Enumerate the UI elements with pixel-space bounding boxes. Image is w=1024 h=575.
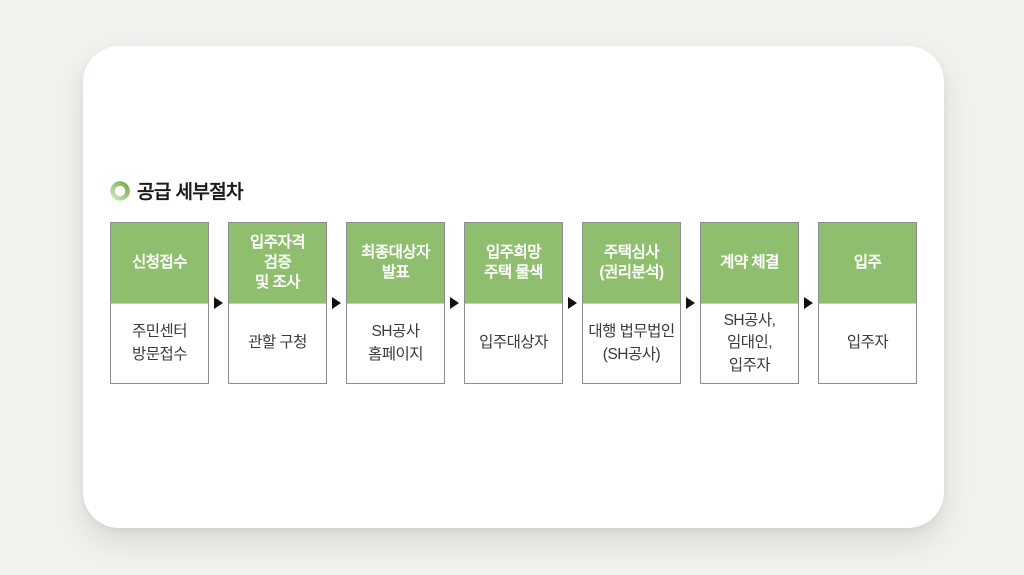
arrow-right-icon [804, 297, 813, 309]
arrow-right-icon [450, 297, 459, 309]
ring-icon [110, 180, 130, 201]
process-flow-diagram: 신청접수 주민센터 방문접수 입주자격 검증 및 조사 관할 구청 최종대상자 … [110, 222, 917, 384]
content-card: 공급 세부절차 신청접수 주민센터 방문접수 입주자격 검증 및 조사 관할 구… [83, 46, 944, 528]
flow-step-subtitle: 주민센터 방문접수 [131, 323, 188, 363]
flow-step-title: 입주희망 주택 물색 [465, 223, 562, 304]
arrow-right-icon [214, 297, 223, 309]
flow-step-4: 입주희망 주택 물색 입주대상자 [464, 222, 563, 384]
flow-step-title: 신청접수 [111, 223, 208, 304]
flow-step-6: 계약 체결 SH공사, 임대인, 입주자 [700, 222, 799, 384]
arrow-gap [563, 297, 582, 309]
flow-step-subtitle: 입주자 [846, 334, 889, 352]
flow-step-1: 신청접수 주민센터 방문접수 [110, 222, 209, 384]
flow-step-subtitle: SH공사 홈페이지 [367, 323, 424, 363]
flow-step-3: 최종대상자 발표 SH공사 홈페이지 [346, 222, 445, 384]
arrow-gap [209, 297, 228, 309]
arrow-gap [799, 297, 818, 309]
flow-step-title: 계약 체결 [701, 223, 798, 304]
flow-step-subtitle: 관할 구청 [248, 334, 307, 352]
section-title: 공급 세부절차 [137, 182, 244, 203]
flow-step-5: 주택심사 (권리분석) 대행 법무법인 (SH공사) [582, 222, 681, 384]
flow-step-2: 입주자격 검증 및 조사 관할 구청 [228, 222, 327, 384]
flow-step-subtitle: 입주대상자 [479, 334, 548, 352]
flow-step-title: 주택심사 (권리분석) [583, 223, 680, 304]
arrow-right-icon [332, 297, 341, 309]
flow-step-title: 최종대상자 발표 [347, 223, 444, 304]
section-title-row: 공급 세부절차 [110, 177, 244, 204]
flow-step-subtitle: SH공사, 임대인, 입주자 [723, 311, 776, 374]
flow-step-title: 입주자격 검증 및 조사 [229, 223, 326, 304]
arrow-gap [445, 297, 464, 309]
arrow-gap [681, 297, 700, 309]
flow-step-title: 입주 [819, 223, 916, 304]
flow-step-7: 입주 입주자 [818, 222, 917, 384]
arrow-gap [327, 297, 346, 309]
arrow-right-icon [568, 297, 577, 309]
arrow-right-icon [686, 297, 695, 309]
flow-step-subtitle: 대행 법무법인 (SH공사) [588, 323, 675, 363]
